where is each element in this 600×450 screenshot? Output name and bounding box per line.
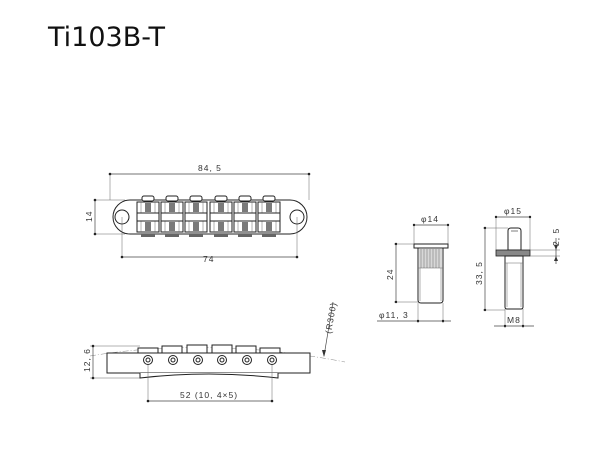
- dim-side-height: 12, 6: [82, 348, 92, 372]
- dim-overall-length: 84, 5: [198, 163, 222, 173]
- stud-view: φ15 33, 5 2, 5 M8: [474, 206, 561, 328]
- saddles-side: [137, 344, 281, 354]
- dim-radius: (R300): [323, 301, 338, 334]
- dim-bushing-body: φ11, 3: [379, 310, 409, 320]
- intonation-screws: [143, 355, 277, 365]
- dim-stud-length: 33, 5: [474, 261, 484, 285]
- knurl: [418, 249, 443, 269]
- top-view: 84, 5 14: [84, 163, 311, 264]
- dim-stud-thread: M8: [507, 315, 521, 325]
- side-view: (R300) 12, 6: [82, 301, 346, 403]
- dim-post-spacing: 74: [203, 254, 214, 264]
- dim-bushing-length: 24: [385, 269, 395, 280]
- dim-stud-flange: φ15: [504, 206, 522, 216]
- dim-bushing-flange: φ14: [421, 214, 439, 224]
- part-number-title: Ti103B-T: [48, 22, 165, 53]
- dim-stud-flange-thickness: 2, 5: [551, 228, 561, 246]
- dim-height: 14: [84, 211, 94, 222]
- saddles-top: [136, 195, 281, 237]
- bushing-view: φ14 24 φ11, 3: [377, 214, 451, 323]
- dim-string-spacing: 52 (10, 4×5): [180, 390, 238, 400]
